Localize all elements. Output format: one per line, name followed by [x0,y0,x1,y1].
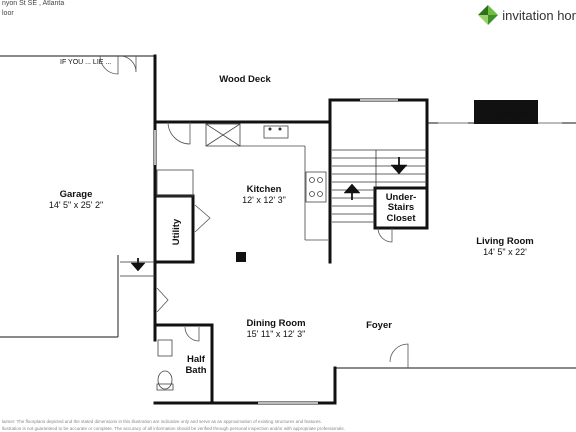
closet-label-3: Closet [386,213,416,224]
front-door[interactable] [389,343,409,368]
half-bath-label-1: Half [187,354,206,365]
dining-garage-door[interactable] [156,287,169,313]
kitchen-sink [263,125,289,139]
logo-icon [478,5,499,25]
half-bath-label-2: Bath [185,365,206,376]
disclaimer-line-2: llustration is not guaranteed to be accu… [2,426,345,431]
deck-door[interactable] [167,121,191,145]
dining-room-dims: 15' 11" x 12' 3" [247,329,306,339]
disclaimer-line-1: laimer: The floorplans depicted and the … [2,419,322,424]
logo-text: invitation hor [502,7,576,23]
bath-sink [157,339,173,357]
outside-text: IF YOU ... LIE ... [60,59,111,66]
dining-room-label: Dining Room [246,318,305,329]
pantry [156,169,194,197]
garage-label: Garage [60,189,93,200]
closet-label-1: Under- [386,192,417,203]
structural-post [236,252,246,262]
kitchen-dims: 12' x 12' 3" [242,195,286,205]
stove [305,171,327,203]
garage-door-top[interactable] [99,55,119,75]
utility-door[interactable] [194,204,211,233]
kitchen-label: Kitchen [247,184,282,195]
utility-label: Utility [171,218,182,245]
living-room-label: Living Room [476,236,534,247]
address-text: nyon St SE , Atlanta [2,0,65,7]
garage-steps [120,261,155,277]
closet-door[interactable] [377,227,393,243]
living-room-dims: 14' 5" x 22' [483,247,527,257]
invitation-homes-logo[interactable]: invitation hor [477,3,576,27]
garage-dims: 14' 5" x 25' 2" [49,200,103,210]
closet-label-2: Stairs [388,202,414,213]
fireplace-block [474,100,538,124]
bath-door[interactable] [184,326,200,342]
fireplace-label: Fireplace [485,108,527,119]
wood-deck-label: Wood Deck [219,74,271,85]
toilet [157,370,173,390]
foyer-label: Foyer [366,320,392,331]
refrigerator [205,123,241,147]
floor-text: loor [2,10,14,17]
